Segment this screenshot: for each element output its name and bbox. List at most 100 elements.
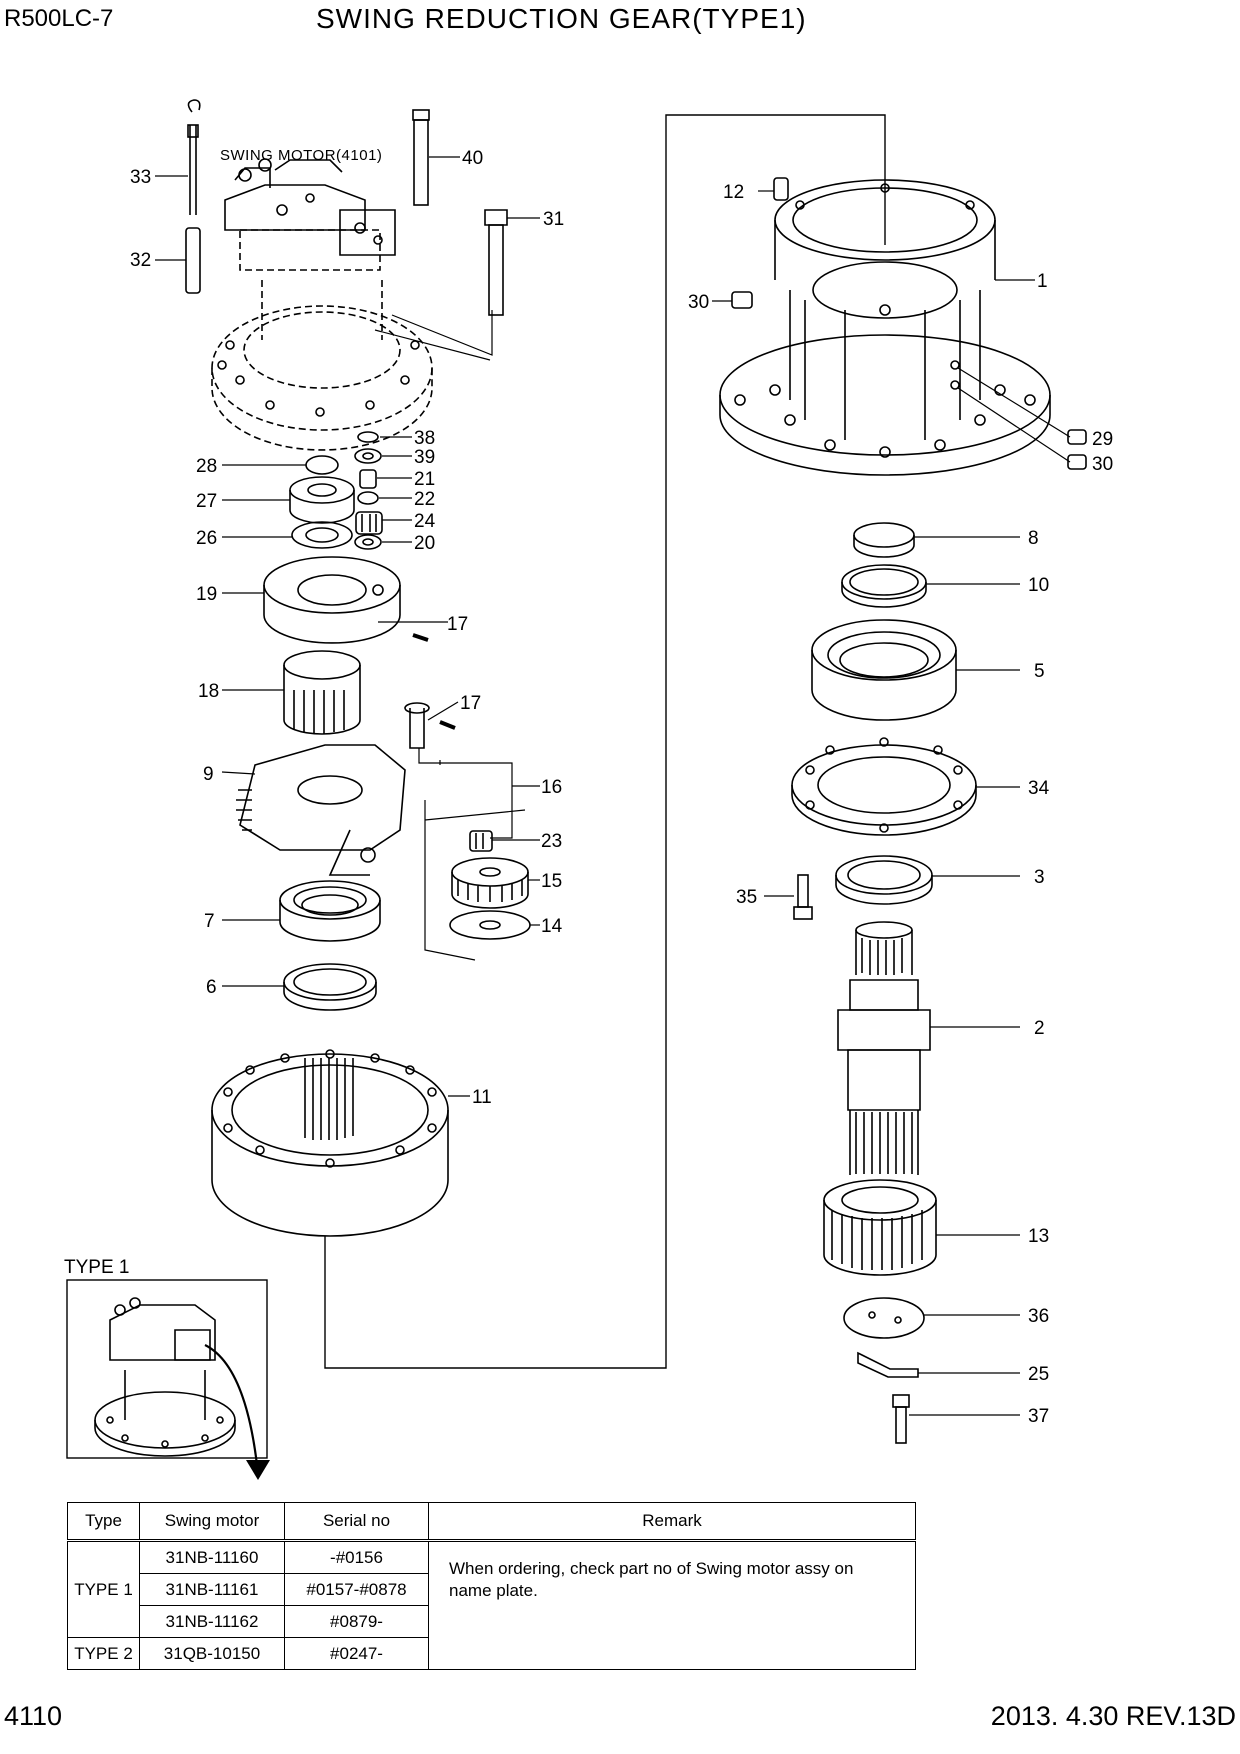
serial-cell: #0157-#0878 bbox=[284, 1573, 429, 1606]
callout-27: 27 bbox=[196, 491, 217, 512]
leader-lines bbox=[155, 156, 1035, 1416]
bolt-29 bbox=[1067, 429, 1087, 445]
callout-37: 37 bbox=[1028, 1406, 1049, 1427]
callout-3: 3 bbox=[1034, 867, 1045, 888]
callout-18: 18 bbox=[198, 681, 219, 702]
pinion-shaft-2 bbox=[837, 921, 931, 1175]
gear-15 bbox=[451, 857, 529, 909]
pinion-13 bbox=[823, 1179, 937, 1276]
swing-motor-type-table: Type Swing motor Serial no Remark TYPE 1… bbox=[67, 1502, 916, 1670]
pin-16 bbox=[404, 702, 430, 749]
callout-19: 19 bbox=[196, 584, 217, 605]
callout-numbers: 33 32 40 31 12 1 30 29 30 38 39 28 21 27… bbox=[130, 148, 1113, 1427]
callout-28: 28 bbox=[196, 456, 217, 477]
carrier-19 bbox=[263, 556, 401, 644]
callout-25: 25 bbox=[1028, 1364, 1049, 1385]
inset-type-label: TYPE 1 bbox=[64, 1257, 129, 1278]
col-remark: Remark bbox=[428, 1502, 916, 1541]
plate-8 bbox=[853, 522, 915, 558]
bolt-31 bbox=[484, 209, 508, 316]
callout-40: 40 bbox=[462, 148, 483, 169]
ring-6 bbox=[283, 963, 377, 1011]
table-header-row: Type Swing motor Serial no Remark bbox=[67, 1502, 916, 1541]
page-title: SWING REDUCTION GEAR(TYPE1) bbox=[316, 3, 807, 34]
washer-26 bbox=[291, 521, 353, 549]
serial-cell: -#0156 bbox=[284, 1540, 429, 1574]
revision-date: 2013. 4.30 REV.13D bbox=[990, 1701, 1236, 1731]
callout-33: 33 bbox=[130, 167, 151, 188]
callout-1: 1 bbox=[1037, 271, 1048, 292]
callout-17-lower: 17 bbox=[460, 693, 481, 714]
leader-30-line bbox=[957, 387, 1071, 463]
o-ring-38 bbox=[357, 431, 379, 443]
bearing-23 bbox=[469, 830, 493, 852]
pin-12 bbox=[773, 177, 789, 201]
motor-cell: 31NB-11160 bbox=[139, 1540, 285, 1574]
swing-motor-drawing bbox=[211, 158, 493, 451]
leader-29-line bbox=[957, 367, 1071, 438]
washer-14 bbox=[449, 910, 531, 940]
callout-22: 22 bbox=[414, 489, 435, 510]
pipe-32 bbox=[185, 227, 201, 294]
callout-8: 8 bbox=[1028, 528, 1039, 549]
bolt-40 bbox=[412, 109, 430, 206]
col-swing-motor: Swing motor bbox=[139, 1502, 285, 1541]
assembly-connector-line bbox=[324, 114, 886, 1369]
callout-36: 36 bbox=[1028, 1306, 1049, 1327]
callout-32: 32 bbox=[130, 250, 151, 271]
callout-39: 39 bbox=[414, 447, 435, 468]
callout-9: 9 bbox=[203, 764, 214, 785]
callout-31: 31 bbox=[543, 209, 564, 230]
callout-35: 35 bbox=[736, 887, 757, 908]
page-number: 4110 bbox=[4, 1701, 63, 1731]
callout-7: 7 bbox=[204, 911, 215, 932]
bearing-24 bbox=[355, 511, 383, 535]
callout-29: 29 bbox=[1092, 429, 1113, 450]
table-row: TYPE 2 31QB-10150 #0247- bbox=[67, 1637, 916, 1670]
remark-cell: When ordering, check part no of Swing mo… bbox=[428, 1540, 916, 1670]
lock-plate-25 bbox=[857, 1351, 919, 1378]
motor-cell: 31NB-11161 bbox=[139, 1573, 285, 1606]
plate-36 bbox=[843, 1297, 925, 1339]
pin-17b bbox=[439, 720, 456, 730]
swing-motor-label: SWING MOTOR(4101) bbox=[220, 147, 382, 164]
col-type: Type bbox=[67, 1502, 140, 1541]
type-cell: TYPE 2 bbox=[67, 1637, 140, 1670]
callout-6: 6 bbox=[206, 977, 217, 998]
table-row: TYPE 1 31NB-11160 -#0156 When ordering, … bbox=[67, 1540, 916, 1670]
type1-inset bbox=[66, 1279, 270, 1480]
motor-cell: 31NB-11162 bbox=[139, 1605, 285, 1638]
pin-17 bbox=[412, 633, 429, 642]
callout-21: 21 bbox=[414, 469, 435, 490]
callout-14: 14 bbox=[541, 916, 563, 937]
callout-24: 24 bbox=[414, 511, 436, 532]
cover-34 bbox=[791, 737, 977, 836]
ring-gear-11 bbox=[211, 1049, 449, 1237]
seal-3 bbox=[835, 855, 933, 905]
serial-cell: #0247- bbox=[284, 1637, 429, 1670]
callout-11: 11 bbox=[472, 1087, 492, 1108]
bolt-35 bbox=[793, 874, 813, 920]
callout-5: 5 bbox=[1034, 661, 1045, 682]
bolt-30-right bbox=[1067, 454, 1087, 470]
washer-39 bbox=[354, 448, 382, 464]
dipstick-33 bbox=[187, 99, 201, 215]
callout-34: 34 bbox=[1028, 778, 1050, 799]
callout-16: 16 bbox=[541, 777, 562, 798]
callout-30-left: 30 bbox=[688, 292, 709, 313]
carrier-9 bbox=[236, 744, 406, 876]
washer-20 bbox=[354, 534, 382, 550]
callout-15: 15 bbox=[541, 871, 562, 892]
motor-cell: 31QB-10150 bbox=[139, 1637, 285, 1670]
callout-23: 23 bbox=[541, 831, 562, 852]
type-cell: TYPE 1 bbox=[67, 1540, 140, 1638]
serial-cell: #0879- bbox=[284, 1605, 429, 1638]
callout-10: 10 bbox=[1028, 575, 1049, 596]
bearing-7 bbox=[279, 880, 381, 942]
casing-1 bbox=[719, 179, 1051, 476]
callout-12: 12 bbox=[723, 182, 744, 203]
ring-22 bbox=[357, 491, 379, 505]
callout-26: 26 bbox=[196, 528, 217, 549]
bearing-5 bbox=[811, 619, 957, 721]
